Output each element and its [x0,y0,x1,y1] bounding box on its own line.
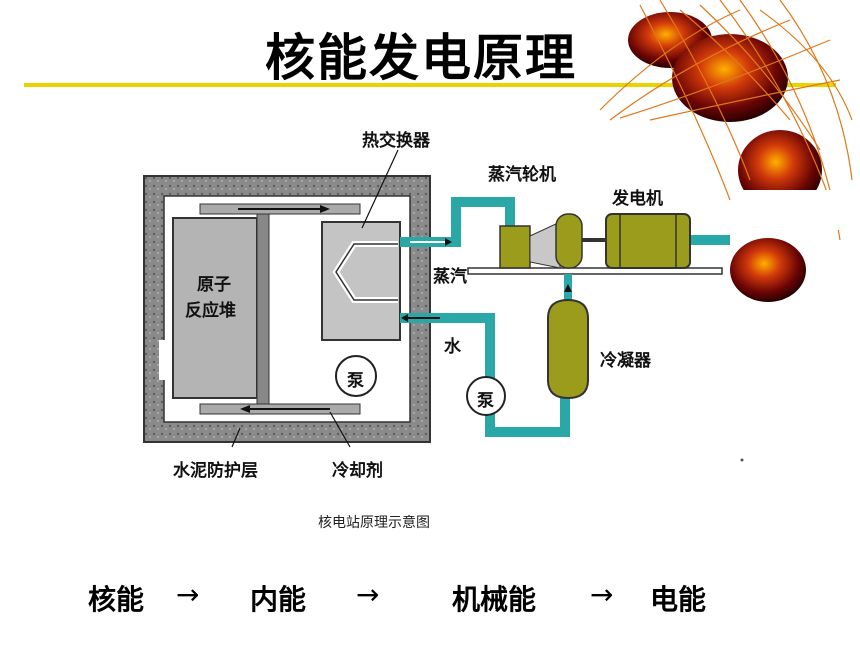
decorative-orbs [599,0,860,302]
energy-step-nuclear: 核能 [88,583,145,616]
heat-exchanger [321,221,401,341]
label-reactor-line1: 原子 [197,275,231,295]
generator [605,213,691,269]
label-inner-pump: 泵 [347,371,364,391]
label-generator: 发电机 [612,189,663,209]
label-condenser: 冷凝器 [600,351,651,371]
energy-step-internal: 内能 [250,583,307,616]
label-outer-pump: 泵 [477,391,494,411]
label-steam: 蒸汽 [433,267,467,287]
flow-arrow: → [590,578,614,611]
label-heat-exchanger: 热交换器 [362,131,430,151]
label-steam-turbine: 蒸汽轮机 [488,165,556,185]
energy-step-electric: 电能 [650,583,707,616]
energy-step-mechanical: 机械能 [452,583,537,616]
diagram-caption: 核电站原理示意图 [318,515,430,531]
page-title: 核能发电原理 [265,29,577,87]
label-reactor-line2: 反应堆 [185,301,236,321]
outer-pump [466,376,506,416]
label-water: 水 [444,337,461,357]
flow-arrow: → [176,578,200,611]
label-concrete-shield: 水泥防护层 [173,461,258,481]
steam-turbine [499,225,531,269]
flow-arrow: → [356,578,380,611]
inner-pump [335,355,377,397]
reactor-core [172,217,258,399]
title-underline [24,83,836,87]
condenser [547,298,589,400]
label-coolant: 冷却剂 [332,461,383,481]
